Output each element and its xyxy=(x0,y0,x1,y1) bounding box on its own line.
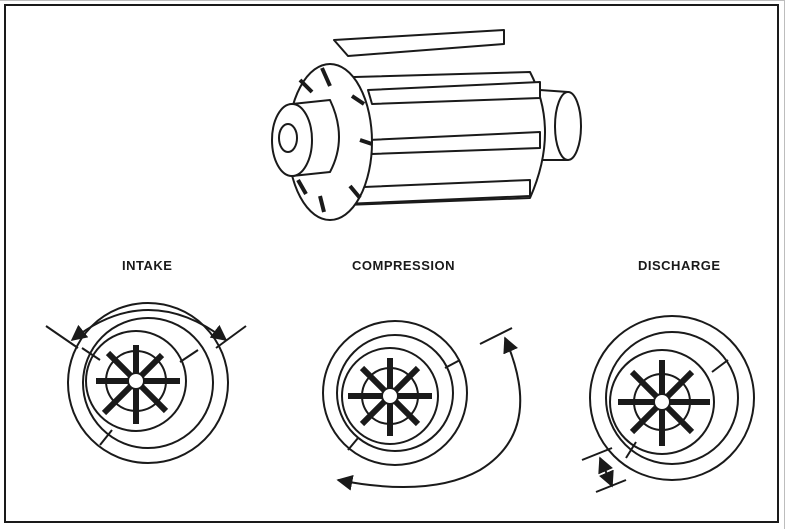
discharge-diagram xyxy=(581,315,755,493)
rotor-vane-upper xyxy=(367,81,541,105)
intake-diagram xyxy=(45,302,247,464)
compression-diagram xyxy=(322,320,522,491)
discharge-label: DISCHARGE xyxy=(638,258,721,273)
compression-label: COMPRESSION xyxy=(352,258,456,273)
rotor-vane-top xyxy=(333,29,505,57)
intake-label: INTAKE xyxy=(122,258,173,273)
rotor-illustration xyxy=(271,29,582,221)
